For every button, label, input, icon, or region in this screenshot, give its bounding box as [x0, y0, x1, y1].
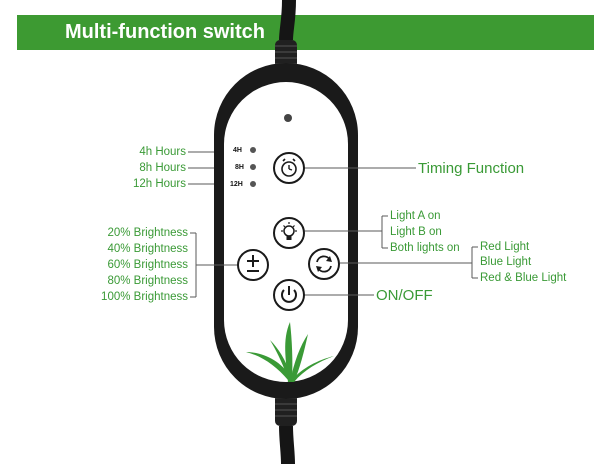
light-bulb-icon	[281, 222, 297, 240]
led-8h	[250, 164, 256, 170]
hours-label: 12h Hours	[132, 178, 186, 190]
tick-8h: 8H	[235, 164, 244, 171]
hours-label: 4h Hours	[139, 146, 186, 158]
brightness-label: 80% Brightness	[107, 275, 188, 287]
plant-logo	[246, 322, 334, 382]
light-mode-label: Light B on	[390, 226, 442, 238]
color-mode-label: Red Light	[480, 241, 530, 253]
hours-label: 8h Hours	[139, 162, 186, 174]
brightness-label: 20% Brightness	[107, 227, 188, 239]
power-button[interactable]	[273, 279, 305, 311]
refresh-icon	[316, 255, 332, 273]
color-mode-label: Red & Blue Light	[480, 272, 567, 284]
light-select-button[interactable]	[273, 217, 305, 249]
hours-leaders	[188, 151, 214, 185]
color-cycle-button[interactable]	[308, 248, 340, 280]
timing-function-label: Timing Function	[418, 160, 525, 177]
tick-4h: 4H	[233, 147, 242, 154]
title-banner: Multi-function switch	[17, 15, 594, 50]
power-icon	[281, 286, 297, 303]
brightness-button[interactable]	[237, 249, 269, 281]
power-indicator	[284, 114, 292, 122]
light-mode-label: Both lights on	[390, 242, 460, 254]
brightness-label: 100% Brightness	[101, 291, 188, 303]
timer-button[interactable]	[273, 152, 305, 184]
color-modes-bracket	[340, 246, 478, 279]
led-12h	[250, 181, 256, 187]
tick-12h: 12H	[230, 181, 243, 188]
color-mode-label: Blue Light	[480, 256, 532, 268]
light-mode-label: Light A on	[390, 210, 441, 222]
cable-top	[279, 0, 296, 41]
light-modes-bracket	[302, 215, 388, 249]
brightness-bracket	[190, 232, 238, 298]
plus-minus-icon	[247, 255, 259, 272]
brightness-label: 40% Brightness	[107, 243, 188, 255]
brightness-label: 60% Brightness	[107, 259, 188, 271]
on-off-label: ON/OFF	[376, 287, 433, 304]
alarm-clock-icon	[281, 158, 297, 177]
led-4h	[250, 147, 256, 153]
cable-bottom	[279, 425, 295, 464]
